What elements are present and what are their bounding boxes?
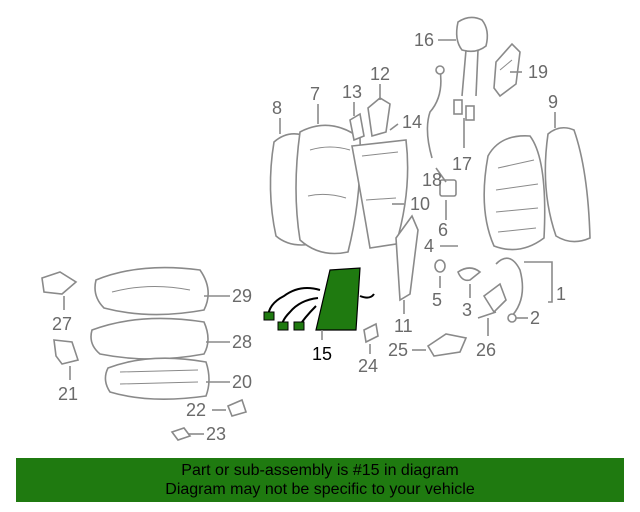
- part-clip-22: [226, 398, 248, 417]
- callout-5: 5: [432, 290, 442, 310]
- banner-line-part: Part or sub-assembly is #15 in diagram: [181, 462, 459, 479]
- part-pin: [477, 311, 497, 319]
- callout-4: 4: [424, 236, 434, 256]
- part-side-trim: [395, 214, 419, 302]
- callout-19: 19: [528, 62, 548, 82]
- part-seat-frame: [104, 357, 210, 400]
- part-headrest: [455, 16, 489, 97]
- part-guide-bracket: [493, 42, 521, 98]
- callout-9: 9: [548, 92, 558, 112]
- part-recliner: [439, 179, 457, 197]
- part-back-panel: [544, 126, 591, 243]
- part-bracket-25: [426, 333, 468, 357]
- part-back-pad: [295, 124, 362, 255]
- part-seat-pad: [90, 317, 209, 360]
- callout-labels: 16 19 9 8 7 13 12 14 17 18 10 6 4 5 3 1 …: [52, 30, 566, 444]
- callout-3: 3: [462, 300, 472, 320]
- callout-18: 18: [422, 170, 442, 190]
- callout-27: 27: [52, 314, 72, 334]
- info-banner: Part or sub-assembly is #15 in diagram D…: [16, 458, 624, 502]
- callout-26: 26: [476, 340, 496, 360]
- leader-lines: [63, 39, 556, 435]
- callout-2: 2: [530, 308, 540, 328]
- callout-21: 21: [58, 384, 78, 404]
- callout-14: 14: [402, 112, 422, 132]
- part-guides: [453, 99, 475, 121]
- callout-10: 10: [410, 194, 430, 214]
- part-upper-bracket: [349, 97, 391, 142]
- part-bracket-27: [41, 271, 78, 295]
- callout-29: 29: [232, 286, 252, 306]
- callout-17: 17: [452, 154, 472, 174]
- callout-6: 6: [438, 220, 448, 240]
- part-lever: [482, 282, 517, 323]
- part-cable-rod: [426, 65, 445, 159]
- callout-11: 11: [394, 316, 413, 336]
- callout-13: 13: [342, 82, 362, 102]
- callout-24: 24: [358, 356, 378, 376]
- part-15-wire-harness: [263, 267, 375, 331]
- callout-23: 23: [206, 424, 226, 444]
- part-back-frame: [483, 135, 546, 319]
- part-cover-21: [53, 339, 80, 365]
- callout-28: 28: [232, 332, 252, 352]
- callout-8: 8: [272, 98, 282, 118]
- part-knob: [434, 259, 446, 273]
- callout-1: 1: [556, 284, 566, 304]
- part-handle: [457, 267, 482, 282]
- callout-25: 25: [388, 340, 408, 360]
- callout-7: 7: [310, 84, 320, 104]
- callout-20: 20: [232, 372, 252, 392]
- seat-parts-diagram: 16 19 9 8 7 13 12 14 17 18 10 6 4 5 3 1 …: [41, 16, 591, 444]
- part-clip-23: [170, 427, 192, 441]
- part-back-frame-left: [351, 139, 409, 249]
- callout-12: 12: [370, 64, 390, 84]
- callout-22: 22: [186, 400, 206, 420]
- part-clip-24: [363, 322, 379, 344]
- callout-16: 16: [414, 30, 434, 50]
- part-seat-cushion: [94, 266, 209, 316]
- callout-15: 15: [312, 344, 332, 364]
- banner-line-disclaimer: Diagram may not be specific to your vehi…: [165, 481, 475, 498]
